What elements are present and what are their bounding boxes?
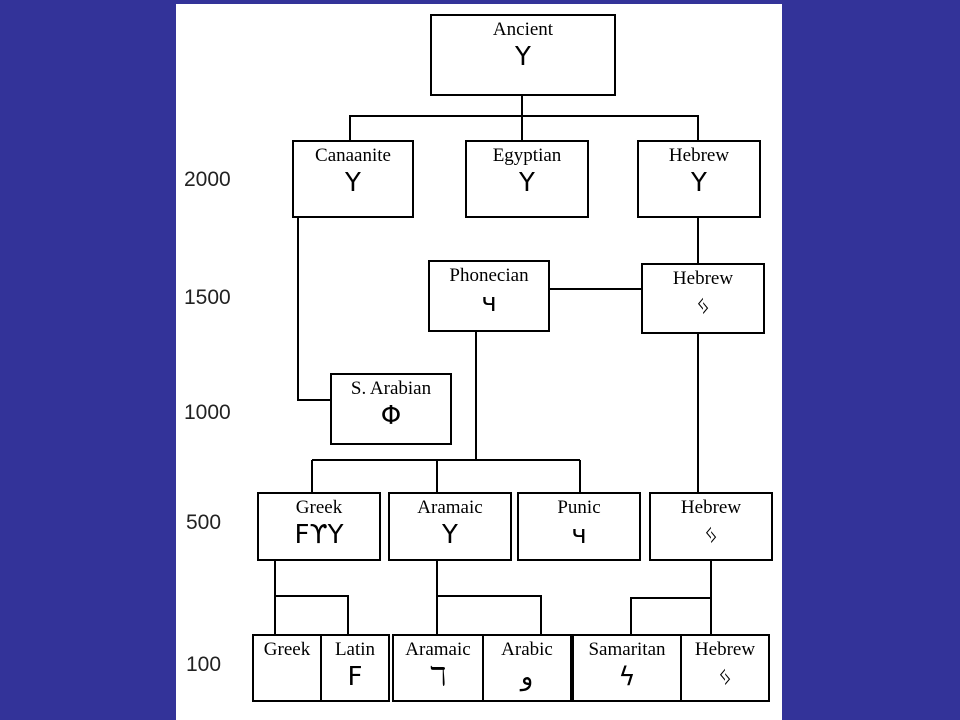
node-label: Latin [334, 639, 376, 660]
node-egyptian: Egyptian Y [465, 140, 589, 218]
node-label: Hebrew [694, 639, 756, 660]
node-label: Arabic [501, 639, 553, 660]
glyph-icon: ᛃ [703, 520, 719, 550]
node-label: Punic [557, 497, 601, 518]
diagram-panel: Ancient Y Canaanite Y Egyptian Y Hebrew … [176, 4, 782, 720]
node-label: Hebrew [680, 497, 742, 518]
node-s-arabian: S. Arabian Φ [330, 373, 452, 445]
connector-ancient-canaanite [349, 96, 523, 140]
node-greek-100: Greek [252, 634, 322, 702]
node-latin: Latin F [320, 634, 390, 702]
node-label: Egyptian [492, 145, 562, 166]
node-arabic: Arabic و [482, 634, 572, 702]
node-label: Hebrew [668, 145, 730, 166]
glyph-icon: F [347, 662, 363, 692]
node-aramaic-100: Aramaic ℸ [392, 634, 484, 702]
node-hebrew-2000: Hebrew Y [637, 140, 761, 218]
glyph-icon: ϟ [618, 662, 636, 692]
node-label: Phonecian [449, 265, 529, 286]
connector-canaanite-sarabian [297, 218, 330, 401]
glyph-icon: Y [442, 520, 458, 550]
connector-ancient-hebrew [522, 115, 699, 140]
node-label: Hebrew [672, 268, 734, 289]
glyph-icon: Y [515, 42, 531, 72]
node-punic: Punic ч [517, 492, 641, 561]
node-canaanite: Canaanite Y [292, 140, 414, 218]
glyph-icon: ᛃ [695, 291, 711, 321]
connector-lines [274, 96, 712, 634]
node-ancient: Ancient Y [430, 14, 616, 96]
node-label: Greek [263, 639, 311, 660]
year-label-500: 500 [186, 511, 222, 534]
glyph-icon: Y [519, 168, 535, 198]
node-hebrew-500: Hebrew ᛃ [649, 492, 773, 561]
node-hebrew-100: Hebrew ᛃ [680, 634, 770, 702]
node-aramaic-500: Aramaic Y [388, 492, 512, 561]
node-label: Canaanite [315, 145, 391, 166]
glyph-icon: ч [571, 520, 587, 550]
node-label: Ancient [492, 19, 554, 40]
glyph-icon: ч [481, 288, 497, 318]
node-label: Greek [295, 497, 343, 518]
glyph-icon: ᛃ [717, 662, 733, 692]
node-label: Aramaic [417, 497, 483, 518]
node-samaritan: Samaritan ϟ [572, 634, 682, 702]
node-label: S. Arabian [350, 378, 432, 399]
glyph-icon: Y [345, 168, 361, 198]
glyph-icon: و [520, 662, 534, 692]
glyph-icon: Φ [380, 401, 402, 431]
glyph-icon: FϒY [294, 520, 344, 550]
node-phoenician: Phonecian ч [428, 260, 550, 332]
glyph-icon: ℸ [429, 662, 447, 692]
glyph-icon: Y [691, 168, 707, 198]
year-label-2000: 2000 [184, 168, 231, 191]
node-greek-500: Greek FϒY [257, 492, 381, 561]
node-hebrew-1500: Hebrew ᛃ [641, 263, 765, 334]
year-label-100: 100 [186, 653, 222, 676]
node-label: Aramaic [405, 639, 471, 660]
node-label: Samaritan [588, 639, 666, 660]
year-label-1000: 1000 [184, 401, 231, 424]
year-label-1500: 1500 [184, 286, 231, 309]
